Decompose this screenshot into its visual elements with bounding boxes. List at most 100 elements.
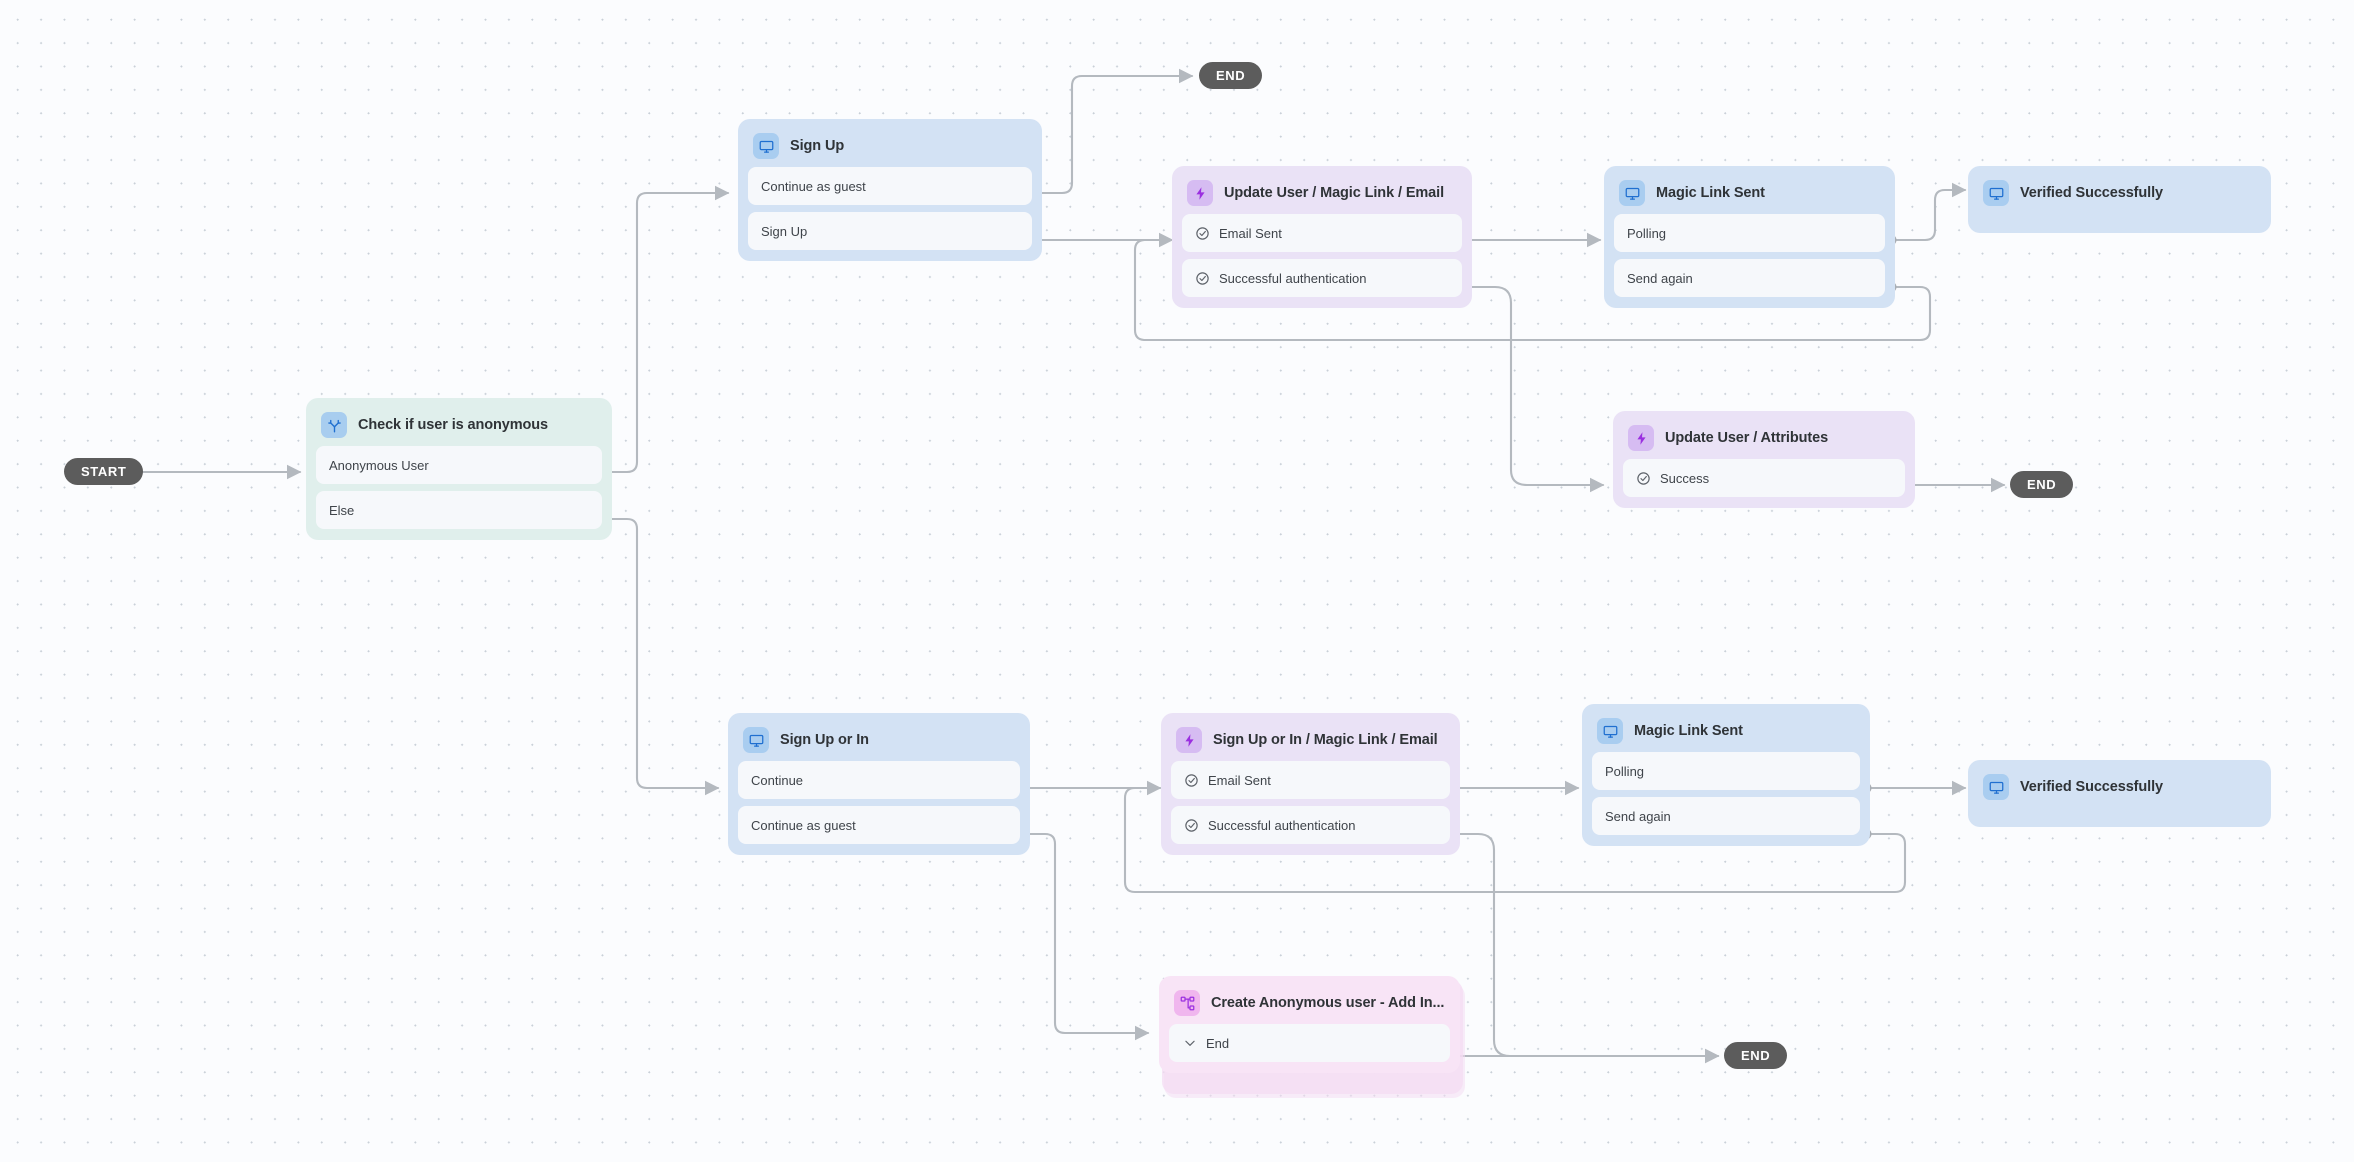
node-header: Verified Successfully xyxy=(1978,770,2261,804)
row-label: Polling xyxy=(1627,225,1667,241)
edge-continueasguest-to-createanon xyxy=(1017,832,1150,1041)
row-email-sent[interactable]: Email Sent xyxy=(1171,761,1450,799)
node-update-user-magic-link-email[interactable]: Update User / Magic Link / Email Email S… xyxy=(1172,166,1472,308)
row-label: Sign Up xyxy=(761,223,808,239)
row-label: Successful authentication xyxy=(1219,270,1367,286)
node-magic-link-sent-top[interactable]: Magic Link Sent Polling Send again xyxy=(1604,166,1895,308)
node-title: Verified Successfully xyxy=(2020,185,2163,201)
row-label: Send again xyxy=(1605,808,1671,824)
node-sign-up-or-in[interactable]: Sign Up or In Continue Continue as guest xyxy=(728,713,1030,855)
row-label: Else xyxy=(329,502,355,518)
row-label: Continue xyxy=(751,772,804,788)
row-end[interactable]: End xyxy=(1169,1024,1450,1062)
node-title: Update User / Attributes xyxy=(1665,430,1829,446)
branch-icon xyxy=(321,412,347,438)
check-circle-icon xyxy=(1184,818,1199,833)
check-circle-icon xyxy=(1195,271,1210,286)
row-label: End xyxy=(1206,1035,1230,1051)
row-label: Successful authentication xyxy=(1208,817,1356,833)
check-circle-icon xyxy=(1636,471,1651,486)
node-verified-successfully-bottom[interactable]: Verified Successfully xyxy=(1968,760,2271,827)
node-title: Check if user is anonymous xyxy=(358,417,548,433)
screen-icon xyxy=(753,133,779,159)
node-header: Check if user is anonymous xyxy=(316,408,602,442)
node-magic-link-sent-bottom[interactable]: Magic Link Sent Polling Send again xyxy=(1582,704,1870,846)
row-send-again[interactable]: Send again xyxy=(1614,259,1885,297)
node-title: Sign Up or In xyxy=(780,732,869,748)
lightning-icon xyxy=(1628,425,1654,451)
row-polling[interactable]: Polling xyxy=(1592,752,1860,790)
row-email-sent[interactable]: Email Sent xyxy=(1182,214,1462,252)
node-title: Update User / Magic Link / Email xyxy=(1224,185,1444,201)
screen-icon xyxy=(743,727,769,753)
check-circle-icon xyxy=(1195,226,1210,241)
hierarchy-icon xyxy=(1174,990,1200,1016)
node-header: Sign Up or In / Magic Link / Email xyxy=(1171,723,1450,757)
edge-anonymous-to-signup xyxy=(600,185,730,474)
row-continue[interactable]: Continue xyxy=(738,761,1020,799)
row-successful-authentication[interactable]: Successful authentication xyxy=(1171,806,1450,844)
node-sign-up[interactable]: Sign Up Continue as guest Sign Up xyxy=(738,119,1042,261)
node-check-if-user-is-anonymous[interactable]: Check if user is anonymous Anonymous Use… xyxy=(306,398,612,540)
edge-sendagain-to-updateuser-top xyxy=(1133,238,1932,342)
node-update-user-attributes[interactable]: Update User / Attributes Success xyxy=(1613,411,1915,508)
node-title: Sign Up xyxy=(790,138,845,154)
node-rows: Polling Send again xyxy=(1592,752,1860,835)
end-badge-attributes[interactable]: END xyxy=(2010,471,2074,498)
row-label: Success xyxy=(1660,470,1710,486)
node-rows: Email Sent Successful authentication xyxy=(1171,761,1450,844)
node-rows: Email Sent Successful authentication xyxy=(1182,214,1462,297)
row-label: Polling xyxy=(1605,763,1645,779)
row-continue-as-guest[interactable]: Continue as guest xyxy=(738,806,1020,844)
node-header: Create Anonymous user - Add In... xyxy=(1169,986,1450,1020)
row-anonymous-user[interactable]: Anonymous User xyxy=(316,446,602,484)
edge-continueasguest-to-end xyxy=(1029,68,1194,195)
node-title: Sign Up or In / Magic Link / Email xyxy=(1213,732,1438,748)
row-label: Email Sent xyxy=(1208,772,1271,788)
edge-polling-to-verified-top xyxy=(1893,182,1967,242)
row-label: Continue as guest xyxy=(761,178,866,194)
end-badge-top[interactable]: END xyxy=(1199,62,1263,89)
node-header: Magic Link Sent xyxy=(1592,714,1860,748)
node-title: Create Anonymous user - Add In... xyxy=(1211,995,1445,1011)
node-header: Magic Link Sent xyxy=(1614,176,1885,210)
node-title: Verified Successfully xyxy=(2020,779,2163,795)
node-rows: End xyxy=(1169,1024,1450,1062)
screen-icon xyxy=(1619,180,1645,206)
row-successful-authentication[interactable]: Successful authentication xyxy=(1182,259,1462,297)
row-success[interactable]: Success xyxy=(1623,459,1905,497)
node-rows: Continue Continue as guest xyxy=(738,761,1020,844)
end-badge-bottom[interactable]: END xyxy=(1724,1042,1788,1069)
node-rows: Continue as guest Sign Up xyxy=(748,167,1032,250)
row-send-again[interactable]: Send again xyxy=(1592,797,1860,835)
node-header: Update User / Magic Link / Email xyxy=(1182,176,1462,210)
row-label: Anonymous User xyxy=(329,457,429,473)
edge-else-to-signuporin xyxy=(600,517,720,796)
node-title: Magic Link Sent xyxy=(1634,723,1743,739)
node-create-anonymous-user[interactable]: Create Anonymous user - Add In... End xyxy=(1159,976,1460,1073)
row-polling[interactable]: Polling xyxy=(1614,214,1885,252)
node-title: Magic Link Sent xyxy=(1656,185,1765,201)
row-else[interactable]: Else xyxy=(316,491,602,529)
edge-sendagain-to-signuporinmagic-bottom xyxy=(1123,786,1907,894)
row-sign-up[interactable]: Sign Up xyxy=(748,212,1032,250)
node-verified-successfully-top[interactable]: Verified Successfully xyxy=(1968,166,2271,233)
edge-successauth-to-end-bottom xyxy=(1448,832,1720,1064)
screen-icon xyxy=(1983,774,2009,800)
node-sign-up-or-in-magic-link-email[interactable]: Sign Up or In / Magic Link / Email Email… xyxy=(1161,713,1460,855)
row-label: Email Sent xyxy=(1219,225,1282,241)
edge-successauth-to-updateattributes xyxy=(1460,285,1605,493)
chevron-down-icon xyxy=(1182,1036,1197,1051)
node-rows: Polling Send again xyxy=(1614,214,1885,297)
node-rows: Success xyxy=(1623,459,1905,497)
node-rows: Anonymous User Else xyxy=(316,446,602,529)
node-header: Update User / Attributes xyxy=(1623,421,1905,455)
check-circle-icon xyxy=(1184,773,1199,788)
screen-icon xyxy=(1597,718,1623,744)
node-header: Sign Up xyxy=(748,129,1032,163)
row-continue-as-guest[interactable]: Continue as guest xyxy=(748,167,1032,205)
row-label: Continue as guest xyxy=(751,817,856,833)
start-badge[interactable]: START xyxy=(64,458,144,485)
row-label: Send again xyxy=(1627,270,1693,286)
